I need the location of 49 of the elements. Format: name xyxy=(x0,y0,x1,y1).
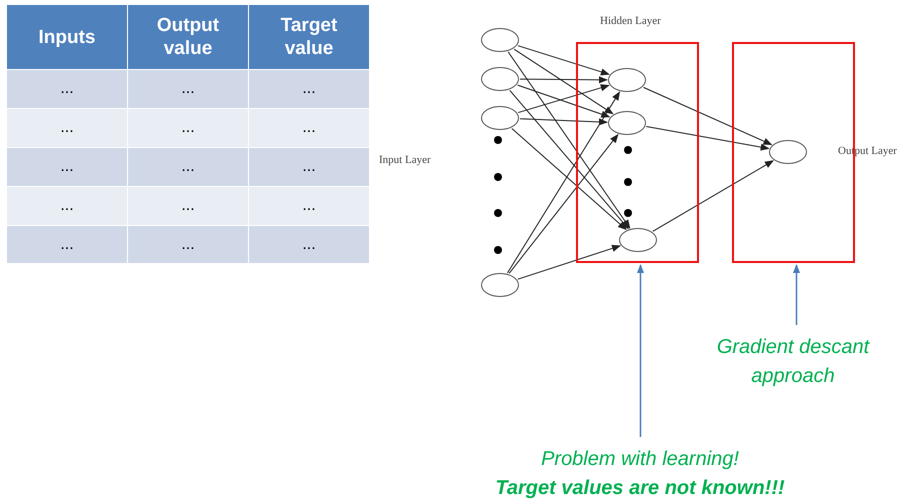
table-cell: ... xyxy=(128,70,248,108)
neuron-node xyxy=(481,273,519,297)
arrow xyxy=(509,90,629,230)
arrow xyxy=(514,48,614,114)
table-cell: ... xyxy=(249,226,369,263)
table-cell: ... xyxy=(249,148,369,186)
neuron-node xyxy=(481,106,519,130)
arrow xyxy=(519,118,608,126)
neuron-node xyxy=(481,67,519,91)
table-cell: ... xyxy=(249,70,369,108)
neuron-node xyxy=(768,140,806,164)
arrow xyxy=(792,264,800,325)
table-cell: ... xyxy=(128,148,248,186)
table-cell: ... xyxy=(7,148,127,186)
arrow xyxy=(506,91,620,274)
annotation-text: Problem with learning! xyxy=(540,447,740,472)
layer-label: Input Layer xyxy=(377,154,433,166)
neuron-node xyxy=(481,28,519,52)
arrow xyxy=(642,86,772,146)
arrow xyxy=(520,76,608,84)
arrow xyxy=(517,84,610,118)
table-cell: ... xyxy=(128,109,248,147)
arrow xyxy=(508,134,618,274)
table-cell: ... xyxy=(7,70,127,108)
arrow xyxy=(518,45,610,76)
layer-label: Hidden Layer xyxy=(598,15,663,27)
table-cell: ... xyxy=(128,187,248,225)
table-cell: ... xyxy=(128,226,248,263)
arrow xyxy=(518,84,610,114)
arrow xyxy=(511,128,627,230)
table-cell: ... xyxy=(7,109,127,147)
layer-frame xyxy=(576,42,699,263)
table-cell: ... xyxy=(249,109,369,147)
table-header-cell: Output value xyxy=(128,5,248,69)
arrow xyxy=(652,160,774,232)
neuron-node xyxy=(608,68,646,92)
neuron-node xyxy=(608,110,646,134)
arrow xyxy=(636,264,644,437)
arrow xyxy=(646,126,770,151)
table-cell: ... xyxy=(249,187,369,225)
annotation-emphasis: Target values are not known!!! xyxy=(494,476,786,501)
table-cell: ... xyxy=(7,187,127,225)
annotation-text: Gradient descant approach xyxy=(693,333,893,393)
arrow xyxy=(508,51,630,229)
table-header-cell: Target value xyxy=(249,5,369,69)
arrow xyxy=(517,244,621,280)
neuron-node xyxy=(618,228,656,252)
table-header-cell: Inputs xyxy=(7,5,127,69)
table-cell: ... xyxy=(7,226,127,263)
